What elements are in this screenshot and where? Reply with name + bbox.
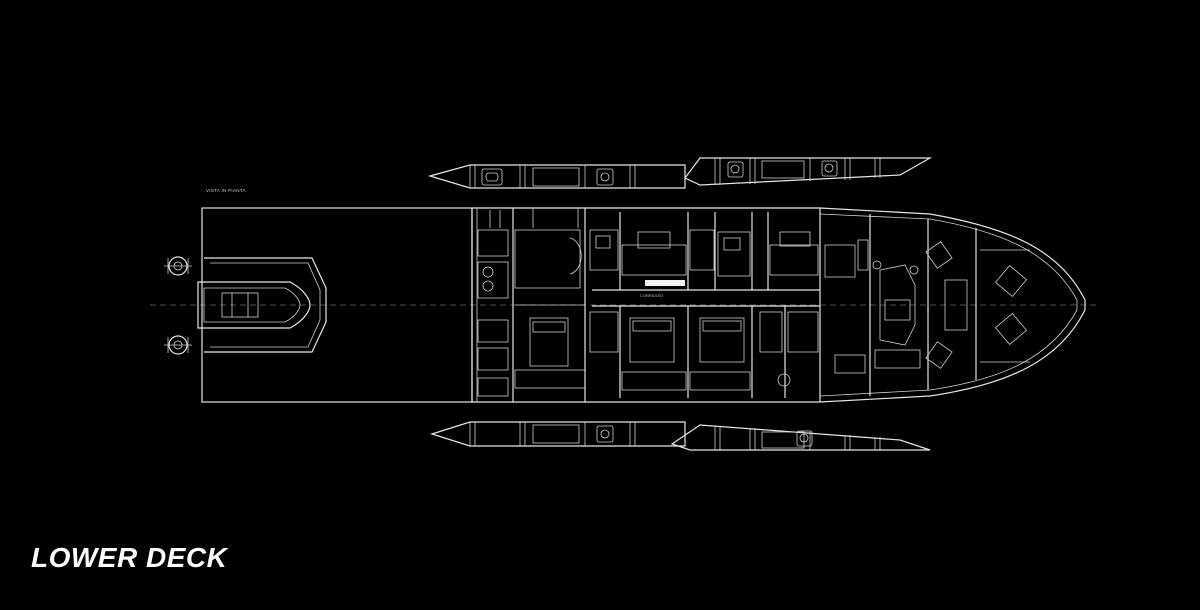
bottom-side-section-left [430, 421, 686, 447]
bottom-side-section-right [670, 424, 931, 451]
corridor: CORRIDOIO [592, 289, 820, 307]
master-cabin [514, 208, 586, 389]
crew-area [819, 208, 1030, 402]
plan-top-label: VISTA IN PIANTA [206, 188, 246, 193]
tender-boat [197, 257, 327, 353]
guest-cabins-upper [584, 208, 819, 402]
technical-room [476, 208, 514, 402]
hull-outline [471, 207, 1086, 403]
page-title: LOWER DECK [31, 542, 228, 573]
top-side-section-right [684, 157, 933, 186]
stern-propellers [164, 256, 192, 355]
corridor-label: CORRIDOIO [640, 293, 663, 298]
top-side-section-left [427, 164, 686, 189]
guest-cabins-lower [589, 306, 819, 398]
